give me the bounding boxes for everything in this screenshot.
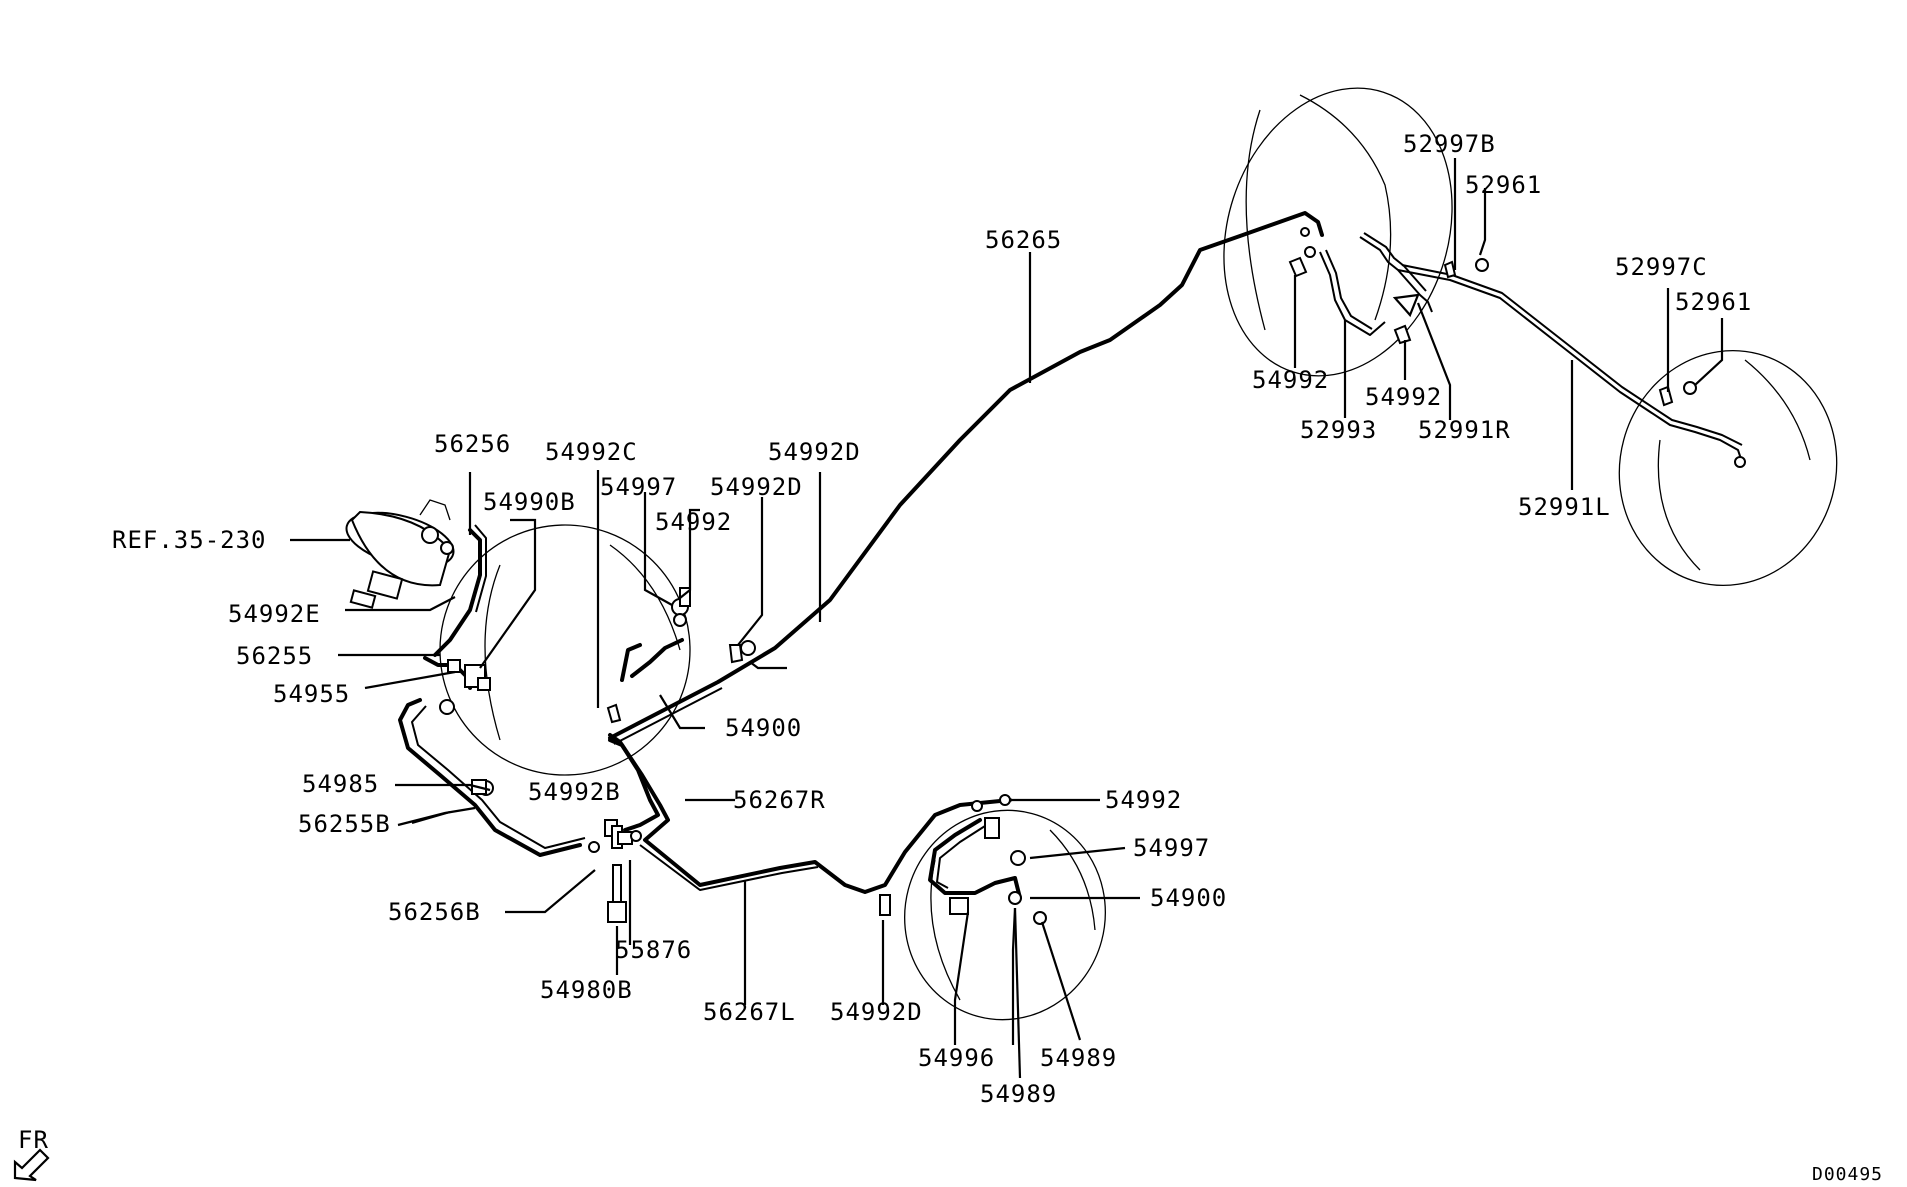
label-54996: 54996 <box>918 1044 995 1072</box>
label-56255: 56255 <box>236 642 313 670</box>
label-56256B: 56256B <box>388 898 481 926</box>
label-52961: 52961 <box>1465 171 1542 199</box>
part-labels: 56265 52997B 52961 52997C 52961 54992 54… <box>18 130 1883 1185</box>
leader-lines <box>290 158 1724 1079</box>
front-fittings <box>439 227 1316 925</box>
label-52991R: 52991R <box>1418 416 1511 444</box>
brake-booster <box>345 499 455 609</box>
label-52991L: 52991L <box>1518 493 1611 521</box>
label-54990B: 54990B <box>483 488 576 516</box>
pipe-56267L <box>608 738 1012 894</box>
label-54992: 54992 <box>1105 786 1182 814</box>
pipe-56267R <box>608 733 660 832</box>
label-54985: 54985 <box>302 770 379 798</box>
label-54992E: 54992E <box>228 600 321 628</box>
label-54997: 54997 <box>1133 834 1210 862</box>
label-52997B: 52997B <box>1403 130 1496 158</box>
rear-right-wheel <box>1223 87 1453 377</box>
label-54980B: 54980B <box>540 976 633 1004</box>
label-52993: 52993 <box>1300 416 1377 444</box>
label-52961: 52961 <box>1675 288 1752 316</box>
label-ref-35-230: REF.35-230 <box>112 526 267 554</box>
label-54992D: 54992D <box>830 998 923 1026</box>
label-54997: 54997 <box>600 473 677 501</box>
label-56255B: 56255B <box>298 810 391 838</box>
label-54955: 54955 <box>273 680 350 708</box>
label-54992B: 54992B <box>528 778 621 806</box>
rear-left-wheel <box>1618 349 1838 587</box>
pipe-56265 <box>608 211 1324 740</box>
label-54992D: 54992D <box>768 438 861 466</box>
label-56267R: 56267R <box>733 786 826 814</box>
pipe-52991L <box>1397 269 1743 463</box>
label-54992: 54992 <box>655 508 732 536</box>
label-54992C: 54992C <box>545 438 638 466</box>
label-54900: 54900 <box>725 714 802 742</box>
pipe-56255B <box>398 698 582 857</box>
label-54992: 54992 <box>1252 366 1329 394</box>
label-fr: FR <box>18 1126 49 1154</box>
pipe-54900-front-right <box>630 638 684 678</box>
label-54992D: 54992D <box>710 473 803 501</box>
label-diagram-code: D00495 <box>1812 1164 1883 1185</box>
label-54989: 54989 <box>1040 1044 1117 1072</box>
label-54989: 54989 <box>980 1080 1057 1108</box>
label-54900: 54900 <box>1150 884 1227 912</box>
label-56256: 56256 <box>434 430 511 458</box>
label-54992: 54992 <box>1365 383 1442 411</box>
front-right-wheel <box>439 524 691 776</box>
label-52997C: 52997C <box>1615 253 1708 281</box>
front-direction-arrow-icon <box>13 1148 50 1182</box>
pipe-54900-front-left <box>928 818 1022 900</box>
pipe-56256 <box>433 528 482 657</box>
pipe-52993 <box>1319 251 1386 336</box>
label-56267L: 56267L <box>703 998 796 1026</box>
label-56265: 56265 <box>985 226 1062 254</box>
label-55876: 55876 <box>615 936 692 964</box>
